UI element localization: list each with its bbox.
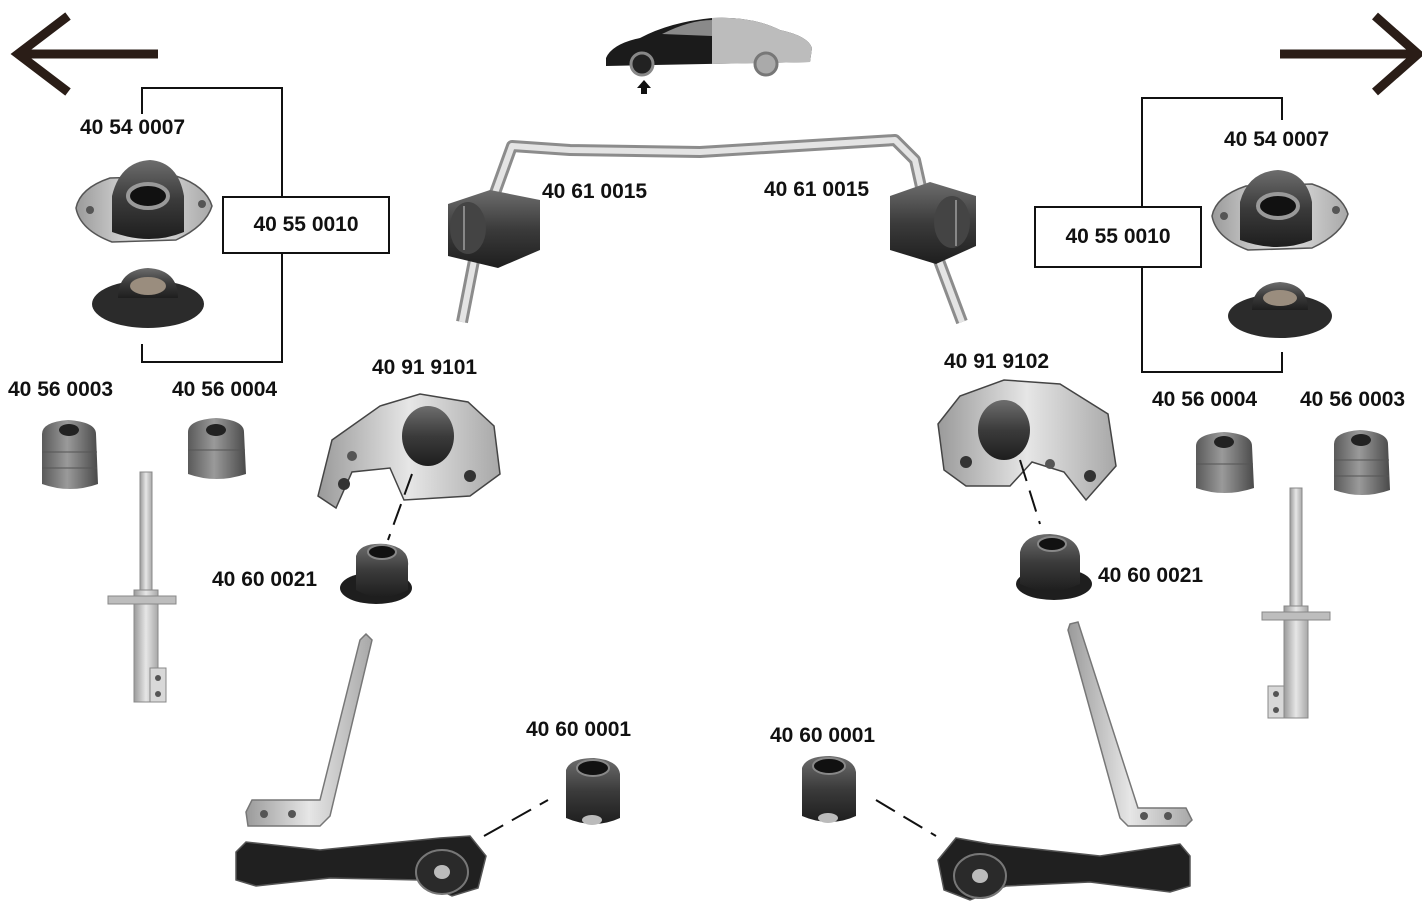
control-arm-bracket-left (318, 394, 500, 508)
label-top-mount-left: 40 54 0007 (80, 116, 185, 140)
left-arrow-icon[interactable] (18, 16, 158, 92)
kit-box-left[interactable]: 40 55 0010 (222, 196, 390, 254)
bump-stop-left-outer (42, 420, 98, 489)
lower-control-arm-left (236, 836, 486, 896)
label-bump-stop-left-outer: 40 56 0003 (8, 378, 113, 402)
label-stabilizer-bushing-left: 40 61 0015 (542, 180, 647, 204)
up-arrow-icon (637, 80, 651, 94)
bracket-bushing-left (340, 544, 412, 604)
shock-absorber-left (108, 472, 176, 702)
stabilizer-bushing-left (448, 190, 540, 268)
bump-stop-right-inner (1196, 432, 1254, 493)
label-bump-stop-right-outer: 40 56 0003 (1300, 388, 1405, 412)
label-bracket-bushing-left: 40 60 0021 (212, 568, 317, 592)
stabilizer-link-left (246, 634, 372, 826)
label-bump-stop-right-inner: 40 56 0004 (1152, 388, 1257, 412)
stabilizer-link-right (1068, 622, 1192, 826)
control-arm-bracket-right (938, 380, 1116, 500)
label-arm-bushing-right: 40 60 0001 (770, 724, 875, 748)
car-icon (606, 18, 812, 75)
label-bump-stop-left-inner: 40 56 0004 (172, 378, 277, 402)
label-control-arm-bracket-right: 40 91 9102 (944, 350, 1049, 374)
spring-seat-right (1228, 282, 1332, 338)
shock-absorber-right (1262, 488, 1330, 718)
kit-box-right[interactable]: 40 55 0010 (1034, 206, 1202, 268)
label-control-arm-bracket-left: 40 91 9101 (372, 356, 477, 380)
label-stabilizer-bushing-right: 40 61 0015 (764, 178, 869, 202)
bump-stop-left-inner (188, 418, 246, 479)
lower-control-arm-right (938, 838, 1190, 900)
top-mount-right (1212, 170, 1348, 250)
bump-stop-right-outer (1334, 430, 1390, 495)
arm-bushing-left (566, 758, 620, 825)
dashed-connectors (388, 460, 1040, 836)
label-top-mount-right: 40 54 0007 (1224, 128, 1329, 152)
spring-seat-left (92, 268, 204, 328)
label-bracket-bushing-right: 40 60 0021 (1098, 564, 1203, 588)
bracket-bushing-right (1016, 534, 1092, 600)
arm-bushing-right (802, 756, 856, 823)
stabilizer-bushing-right (890, 182, 976, 264)
label-arm-bushing-left: 40 60 0001 (526, 718, 631, 742)
top-mount-left (76, 160, 212, 242)
right-arrow-icon[interactable] (1280, 16, 1418, 92)
